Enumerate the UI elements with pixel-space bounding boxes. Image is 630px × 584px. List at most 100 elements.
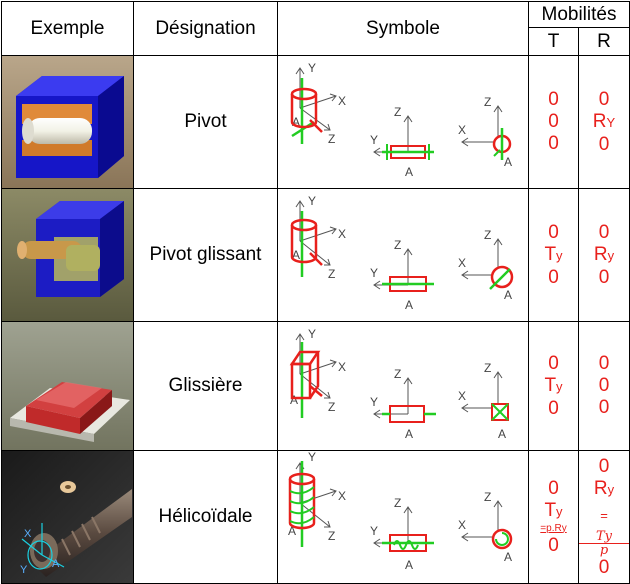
axis-label-y: Y xyxy=(370,266,378,280)
table-row: Pivot glissant Y X Z A xyxy=(1,188,630,322)
axis-label-a: A xyxy=(290,393,298,407)
t-value-translation: Ty xyxy=(544,499,563,521)
helicoidale-render: X Y A xyxy=(2,451,133,583)
axis-label-x: X xyxy=(458,389,466,403)
axis-label-z: Z xyxy=(328,267,335,281)
axis-label-a: A xyxy=(405,558,413,572)
axis-label-a: A xyxy=(504,288,512,302)
mobility-t-pivot: 0 0 0 xyxy=(528,55,579,189)
header-t: T xyxy=(528,27,579,56)
axis-label-z: Z xyxy=(484,95,491,109)
t-value: 0 xyxy=(548,352,559,374)
table-row: X Y A Hélicoïdale Y X Z A xyxy=(1,450,630,584)
axis-label-x: X xyxy=(458,123,466,137)
pivot-symbol-diagram: Y X Z A Z Y A xyxy=(290,61,512,179)
designation-glissiere: Glissière xyxy=(133,321,278,451)
t-value: 0 xyxy=(548,534,559,556)
r-value: 0 xyxy=(598,455,610,477)
example-image-glissiere xyxy=(1,321,134,451)
header-designation: Désignation xyxy=(133,1,278,56)
axis-label-z: Z xyxy=(394,367,401,381)
axis-label-y: Y xyxy=(370,395,378,409)
t-value-translation: Ty xyxy=(544,374,563,396)
axis-label-z: Z xyxy=(394,238,401,252)
axis-label-a: A xyxy=(498,427,506,441)
r-value: 0 xyxy=(598,353,610,374)
r-value: 0 xyxy=(598,88,610,110)
t-value-translation: Ty xyxy=(544,243,563,265)
axis-label-z: Z xyxy=(394,105,401,119)
axis-label-y: Y xyxy=(308,61,316,75)
t-value: 0 xyxy=(548,111,559,132)
glissiere-render xyxy=(2,322,133,450)
t-value: 0 xyxy=(548,477,559,499)
helicoidale-symbol-diagram: Y X Z A Z Y A xyxy=(288,451,513,572)
axis-label-y: Y xyxy=(370,524,378,538)
pivot-render xyxy=(2,56,133,188)
designation-pivot-glissant: Pivot glissant xyxy=(133,188,278,322)
table-row: Glissière Y X Z A xyxy=(1,321,630,451)
glissiere-symbol-diagram: Y X Z A Z Y A xyxy=(289,327,509,441)
r-value: 0 xyxy=(598,266,610,288)
mobility-t-helicoidale: 0 Ty =p.Ry 0 xyxy=(528,450,579,584)
t-value: 0 xyxy=(548,221,559,243)
axis-label-z: Z xyxy=(328,400,335,414)
t-value: 0 xyxy=(548,133,559,154)
axis-label-x: X xyxy=(338,360,346,374)
r-value: 0 xyxy=(598,556,610,578)
axis-label-z: Z xyxy=(484,490,491,504)
symbol-pivot: Y X Z A Z Y A xyxy=(277,55,529,189)
r-value-rotation: Ry xyxy=(593,477,615,499)
header-mobilites: Mobilités xyxy=(528,1,630,28)
axis-label-x: X xyxy=(24,528,32,540)
designation-pivot: Pivot xyxy=(133,55,278,189)
example-image-pivot-glissant xyxy=(1,188,134,322)
pivot-glissant-symbol-diagram: Y X Z A Z Y A xyxy=(290,194,514,312)
t-value: 0 xyxy=(548,89,559,110)
r-value-rotation: RY xyxy=(592,110,616,132)
axis-label-z: Z xyxy=(484,361,491,375)
axis-label-z: Z xyxy=(328,132,335,146)
axis-label-y: Y xyxy=(370,133,378,147)
axis-label-a: A xyxy=(405,165,413,179)
header-symbole: Symbole xyxy=(277,1,529,56)
table-row: Pivot Y X Z A xyxy=(1,55,630,189)
mobility-r-pivot: 0 RY 0 xyxy=(578,55,630,189)
axis-label-x: X xyxy=(338,227,346,241)
axis-label-a: A xyxy=(292,248,300,262)
axis-label-a: A xyxy=(292,115,300,129)
mobility-r-glissiere: 0 0 0 xyxy=(578,321,630,451)
axis-label-a: A xyxy=(504,550,512,564)
axis-label-x: X xyxy=(338,489,346,503)
header-r: R xyxy=(578,27,630,56)
symbol-pivot-glissant: Y X Z A Z Y A xyxy=(277,188,529,322)
axis-label-a: A xyxy=(52,558,60,570)
axis-label-y: Y xyxy=(308,451,316,464)
r-value: 0 xyxy=(598,133,610,155)
axis-label-z: Z xyxy=(328,529,335,543)
mobility-r-pivot-glissant: 0 Ry 0 xyxy=(578,188,630,322)
axis-label-a: A xyxy=(405,427,413,441)
header-exemple: Exemple xyxy=(1,1,134,56)
axis-label-a: A xyxy=(504,155,512,169)
mobility-t-glissiere: 0 Ty 0 xyxy=(528,321,579,451)
example-image-helicoidale: X Y A xyxy=(1,450,134,584)
example-image-pivot xyxy=(1,55,134,189)
axis-label-a: A xyxy=(405,298,413,312)
symbol-helicoidale: Y X Z A Z Y A xyxy=(277,450,529,584)
t-value: 0 xyxy=(548,397,559,419)
axis-label-x: X xyxy=(458,518,466,532)
t-value: 0 xyxy=(548,266,559,288)
r-value: 0 xyxy=(598,375,610,396)
axis-label-y: Y xyxy=(308,194,316,208)
r-value-rotation: Ry xyxy=(593,243,615,265)
axis-label-z: Z xyxy=(394,496,401,510)
axis-label-x: X xyxy=(458,256,466,270)
axis-label-z: Z xyxy=(484,228,491,242)
mobility-t-pivot-glissant: 0 Ty 0 xyxy=(528,188,579,322)
designation-helicoidale: Hélicoïdale xyxy=(133,450,278,584)
